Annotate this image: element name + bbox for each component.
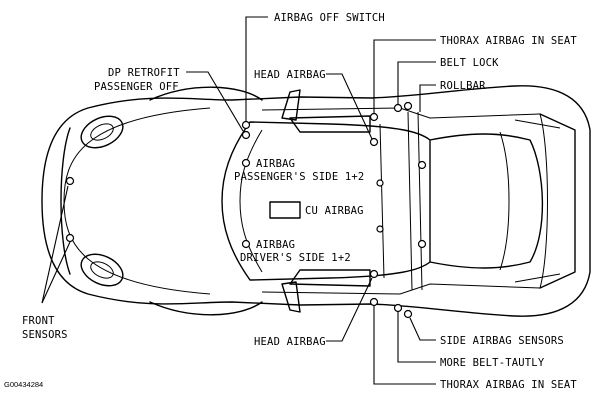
headlight-left [80,115,124,149]
thorax-airbag-bottom-marker [369,297,379,307]
dp-retrofit-label-line1: DP RETROFIT [108,67,180,79]
side-airbag-sensor-marker [403,309,413,319]
cu-airbag-label: CU AIRBAG [305,205,364,217]
thorax-airbag-top-marker [369,112,379,122]
airbag-off-switch-marker [241,120,251,130]
front-sensors-label-line1: FRONT [22,315,55,327]
cu-airbag-box [269,201,301,219]
headlight-right [80,253,124,287]
belt-lock-marker-2 [403,101,413,111]
head-airbag-top-label: HEAD AIRBAG [254,69,326,81]
head-airbag-top-marker [369,137,379,147]
airbag-driver-label-line2: DRIVER'S SIDE 1+2 [240,252,351,264]
thorax-airbag-top-label: THORAX AIRBAG IN SEAT [440,35,577,47]
airbag-passenger-label-line1: AIRBAG [256,158,295,170]
more-belt-tautly-marker [393,303,403,313]
leader-lines [41,16,436,385]
rollbar-label: ROLLBAR [440,80,486,92]
component-markers [65,101,427,319]
side-airbag-sensors-label: SIDE AIRBAG SENSORS [440,335,564,347]
head-airbag-bottom-marker [369,269,379,279]
dp-retrofit-label-line2: PASSENGER OFF [94,81,179,93]
airbag-driver-marker [241,239,251,249]
mirror-bottom [281,281,301,313]
airbag-off-switch-label: AIRBAG OFF SWITCH [274,12,385,24]
mirror-top [281,89,301,121]
center-marker-bottom [376,225,384,233]
airbag-passenger-marker [241,158,251,168]
car-outline [41,85,591,317]
figure-id: G00434284 [4,380,43,389]
callout-labels: AIRBAG OFF SWITCH THORAX AIRBAG IN SEAT … [4,12,577,391]
airbag-passenger-label-line2: PASSENGER'S SIDE 1+2 [234,171,364,183]
dp-retrofit-marker [241,130,251,140]
rollbar-marker-bottom [417,239,427,249]
front-sensors-label-line2: SENSORS [22,329,68,341]
front-sensor-top-marker [65,176,75,186]
rollbar-marker-top [417,160,427,170]
belt-lock-label: BELT LOCK [440,57,499,69]
thorax-airbag-bottom-label: THORAX AIRBAG IN SEAT [440,379,577,391]
airbag-driver-label-line1: AIRBAG [256,239,295,251]
more-belt-tautly-label: MORE BELT-TAUTLY [440,357,545,369]
center-marker-top [376,179,384,187]
front-sensor-bottom-marker [65,233,75,243]
head-airbag-bottom-label: HEAD AIRBAG [254,336,326,348]
belt-lock-marker [393,103,403,113]
